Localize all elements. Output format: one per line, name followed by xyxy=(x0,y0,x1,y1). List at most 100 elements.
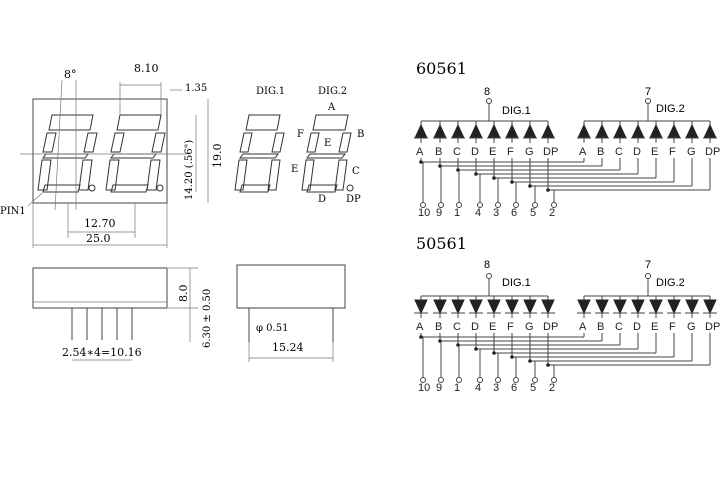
pin-terminal xyxy=(513,377,519,383)
junction-dot xyxy=(492,351,496,355)
pin-number: 6 xyxy=(511,207,517,219)
front-view: 8° 8.10 1.35 14.20 (.56") 19.0 PIN1 12.7… xyxy=(0,62,224,248)
pin-number: 1 xyxy=(454,382,460,394)
junction-dot xyxy=(528,359,532,363)
pin-number: 10 xyxy=(418,207,430,219)
led-diode-symbol xyxy=(631,123,645,139)
dig2-label: DIG.2 xyxy=(656,277,685,289)
led-diode-symbol xyxy=(577,299,591,315)
pin-terminal xyxy=(456,202,462,208)
dim-row-spacing: 15.24 xyxy=(272,341,304,354)
segment-label: DP xyxy=(705,146,720,158)
segment-label: E xyxy=(489,321,496,333)
seg-d-label: D xyxy=(318,194,326,205)
dim-digit-width: 8.10 xyxy=(134,62,159,75)
digit-id-2 xyxy=(301,114,354,193)
segment-label: F xyxy=(507,321,514,333)
pin-terminal xyxy=(495,377,501,383)
segment-label: C xyxy=(453,321,461,333)
pin-terminal xyxy=(420,202,426,208)
dim-angle: 8° xyxy=(64,68,77,81)
led-diode-symbol xyxy=(649,299,663,315)
pin-terminal xyxy=(438,202,444,208)
led-diode-symbol xyxy=(577,123,591,139)
led-diode-symbol xyxy=(487,123,501,139)
junction-dot xyxy=(528,184,532,188)
led-diode-symbol xyxy=(667,299,681,315)
segment-label: B xyxy=(435,321,442,333)
segment-label: C xyxy=(615,146,623,158)
common-pin-dig1-terminal xyxy=(486,273,492,279)
pin-number: 1 xyxy=(454,207,460,219)
model-60561: 60561 xyxy=(416,59,467,78)
pin-terminal xyxy=(551,377,557,383)
led-diode-symbol xyxy=(451,299,465,315)
pin-number: 10 xyxy=(418,382,430,394)
pin-number: 9 xyxy=(436,207,442,219)
led-diode-symbol xyxy=(505,123,519,139)
led-diode-symbol xyxy=(451,123,465,139)
led-diode-symbol xyxy=(433,299,447,315)
dim-body-height: 8.0 xyxy=(177,285,190,303)
junction-dot xyxy=(474,347,478,351)
led-diode-symbol xyxy=(685,299,699,315)
seg-dp-label: DP xyxy=(346,194,361,205)
segment-label: B xyxy=(597,146,604,158)
dig2-common-pin: 7 xyxy=(645,86,651,98)
led-diode-symbol xyxy=(703,123,717,139)
angle-line-1 xyxy=(54,79,63,211)
segment-label: A xyxy=(579,146,587,158)
dig1-common-pin: 8 xyxy=(484,259,490,271)
led-diode-symbol xyxy=(703,299,717,315)
segment-label: D xyxy=(633,146,641,158)
pin-terminal xyxy=(551,202,557,208)
segment-label: D xyxy=(633,321,641,333)
led-diode-symbol xyxy=(595,299,609,315)
segment-label: F xyxy=(669,146,676,158)
segment-label: G xyxy=(525,146,534,158)
led-diode-symbol xyxy=(631,299,645,315)
junction-dot xyxy=(510,355,514,359)
pin-number: 5 xyxy=(530,382,536,394)
junction-dot xyxy=(546,363,550,367)
segment-label: G xyxy=(687,146,696,158)
segment-label: D xyxy=(471,321,479,333)
dim-pin-length: 6.30 ± 0.50 xyxy=(202,289,213,348)
segment-label: F xyxy=(507,146,514,158)
segment-label: G xyxy=(525,321,534,333)
side-view: 2.54∗4=10.16 8.0 6.30 ± 0.50 xyxy=(32,267,213,361)
segment-label: E xyxy=(651,321,658,333)
led-diode-symbol xyxy=(414,299,428,315)
led-diode-symbol xyxy=(469,123,483,139)
segment-label: E xyxy=(489,146,496,158)
junction-dot xyxy=(492,176,496,180)
seg-b-label: B xyxy=(357,129,364,140)
common-pin-dig2-terminal xyxy=(645,98,651,104)
junction-dot xyxy=(419,160,423,164)
segment-label: A xyxy=(416,146,424,158)
dig1-common-pin: 8 xyxy=(484,86,490,98)
segment-label: DP xyxy=(543,146,558,158)
segment-label: B xyxy=(597,321,604,333)
common-pin-dig1-terminal xyxy=(486,98,492,104)
digit-2-outline xyxy=(105,114,166,193)
body-side-outline xyxy=(32,267,168,309)
pin1-label: PIN1 xyxy=(0,206,26,217)
segment-label: DP xyxy=(705,321,720,333)
segment-label: F xyxy=(669,321,676,333)
display-outline xyxy=(32,98,168,204)
dig1-label: DIG.1 xyxy=(502,105,531,117)
pin-terminal xyxy=(456,377,462,383)
segment-label: A xyxy=(416,321,424,333)
led-diode-symbol xyxy=(414,123,428,139)
led-diode-symbol xyxy=(469,299,483,315)
pin-terminal xyxy=(438,377,444,383)
seg-f-label: F xyxy=(297,129,304,140)
pin-number: 3 xyxy=(493,207,499,219)
seg-c-label: C xyxy=(352,166,360,177)
segment-id-view: DIG.1 DIG.2 A B C D E F E DP xyxy=(234,86,364,205)
junction-dot xyxy=(546,188,550,192)
